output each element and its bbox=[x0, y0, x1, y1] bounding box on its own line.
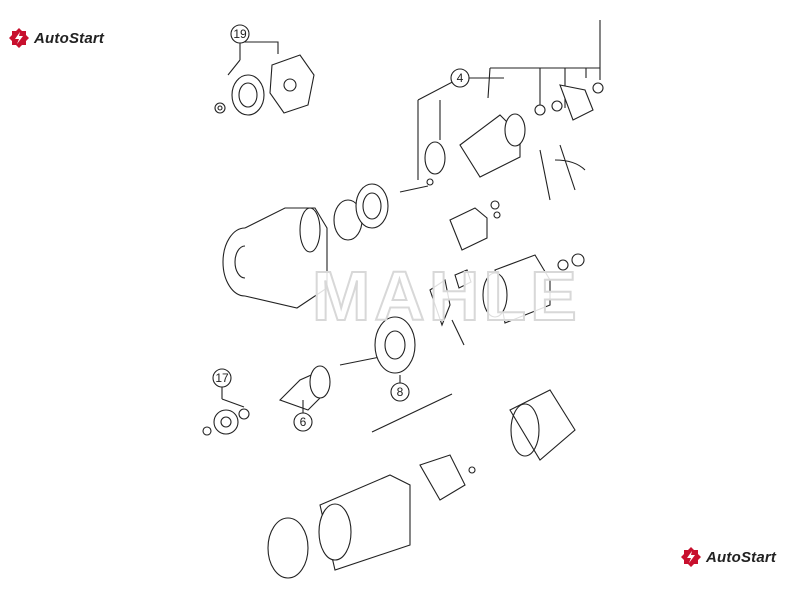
brand-name: AutoStart bbox=[706, 548, 777, 566]
autostart-logo-bottom: AutoStart bbox=[680, 546, 776, 568]
part-pinion-17[interactable] bbox=[202, 408, 250, 436]
callout-8: 8 bbox=[390, 375, 410, 402]
callout-6: 6 bbox=[293, 400, 313, 432]
brand-name: AutoStart bbox=[34, 29, 105, 47]
callout-17: 17 bbox=[212, 368, 245, 408]
svg-text:8: 8 bbox=[397, 385, 404, 399]
svg-text:4: 4 bbox=[457, 71, 464, 85]
watermark: MAHLE bbox=[312, 257, 581, 335]
gear-bolt-icon bbox=[9, 28, 29, 48]
svg-text:19: 19 bbox=[233, 27, 247, 41]
autostart-logo-top: AutoStart bbox=[8, 27, 104, 49]
svg-text:6: 6 bbox=[300, 415, 307, 429]
part-clutch-8[interactable] bbox=[339, 316, 416, 374]
svg-text:17: 17 bbox=[215, 371, 229, 385]
gear-bolt-icon bbox=[681, 547, 701, 567]
part-solenoid[interactable] bbox=[399, 82, 604, 251]
part-bearing-top[interactable] bbox=[214, 54, 315, 116]
part-end-cover[interactable] bbox=[509, 389, 576, 461]
part-yoke[interactable] bbox=[267, 454, 476, 579]
callout-19: 19 bbox=[227, 24, 279, 76]
part-through-bolt[interactable] bbox=[371, 393, 453, 433]
part-pinion-shaft-6[interactable] bbox=[278, 365, 331, 411]
part-armature[interactable] bbox=[429, 253, 585, 346]
part-drive-housing[interactable] bbox=[222, 183, 389, 309]
